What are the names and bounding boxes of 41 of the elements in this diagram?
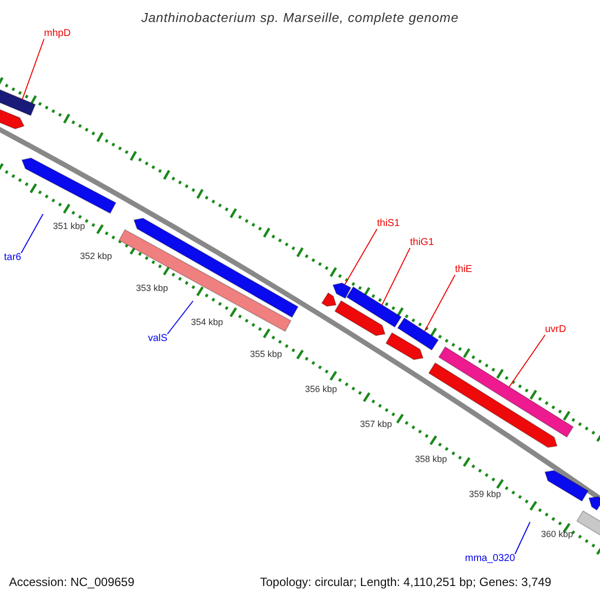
gene-label: thiG1	[410, 238, 434, 248]
scale-label: 357 kbp	[360, 420, 392, 429]
leader-line	[166, 300, 194, 334]
gene-feature	[588, 496, 600, 511]
gene-feature	[346, 286, 402, 328]
gene-label: mhpD	[44, 29, 71, 39]
leader-line	[20, 214, 44, 254]
gene-feature	[334, 300, 386, 336]
leader-line	[508, 334, 546, 388]
scale-label: 356 kbp	[305, 385, 338, 394]
gene-feature	[428, 362, 558, 448]
leader-line	[22, 38, 44, 100]
scale-label: 351 kbp	[53, 222, 86, 231]
leader-line	[424, 274, 456, 332]
scale-label: 353 kbp	[136, 284, 168, 293]
scale-label: 354 kbp	[191, 318, 224, 327]
gene-feature	[544, 470, 589, 502]
gene-feature	[438, 346, 574, 438]
footer-text: Topology: circular; Length: 4,110,251 bp; Genes: 3,749	[260, 576, 552, 588]
gene-feature	[133, 218, 299, 318]
gene-label: valS	[148, 334, 168, 344]
scale-label: 355 kbp	[250, 350, 282, 359]
gene-label: mma_0320	[465, 554, 516, 564]
gene-feature	[321, 292, 337, 307]
title: Janthinobacterium sp. Marseille, complete genome	[140, 11, 460, 24]
gene-feature	[21, 157, 116, 214]
gene-label: uvrD	[545, 325, 566, 335]
scale-label: 358 kbp	[415, 455, 448, 464]
scale-label: 352 kbp	[80, 252, 112, 261]
scale-label: 360 kbp	[541, 530, 574, 539]
gene-label: tar6	[4, 253, 22, 263]
gene-label: thiE	[455, 265, 472, 275]
gene-feature	[397, 317, 439, 351]
gene-feature	[118, 229, 292, 332]
gene-label: thiS1	[377, 219, 400, 229]
leader-line	[381, 248, 410, 306]
scale-label: 359 kbp	[469, 490, 502, 499]
leader-line	[344, 228, 378, 285]
leader-line	[514, 522, 530, 554]
footer-text: Accession: NC_009659	[9, 576, 134, 588]
gene-feature	[385, 332, 424, 360]
